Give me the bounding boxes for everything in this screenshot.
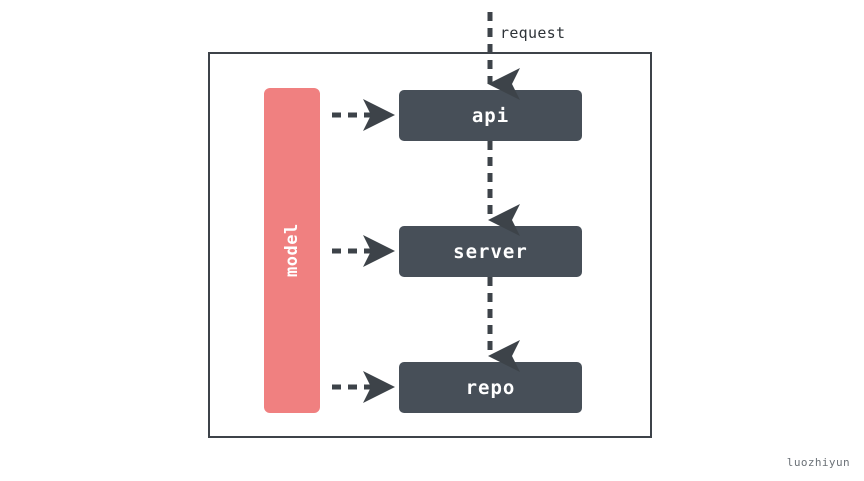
model-component-bar: model <box>264 88 320 413</box>
layer-box-repo[interactable]: repo <box>399 362 582 413</box>
watermark-text: luozhiyun <box>786 456 850 469</box>
request-entry-label: request <box>500 24 566 42</box>
system-boundary-container <box>208 52 652 438</box>
model-component-label: model <box>282 223 302 278</box>
layer-label-server: server <box>453 240 528 263</box>
layer-box-api[interactable]: api <box>399 90 582 141</box>
layer-label-repo: repo <box>465 376 516 399</box>
layer-label-api: api <box>471 104 510 127</box>
layer-box-server[interactable]: server <box>399 226 582 277</box>
